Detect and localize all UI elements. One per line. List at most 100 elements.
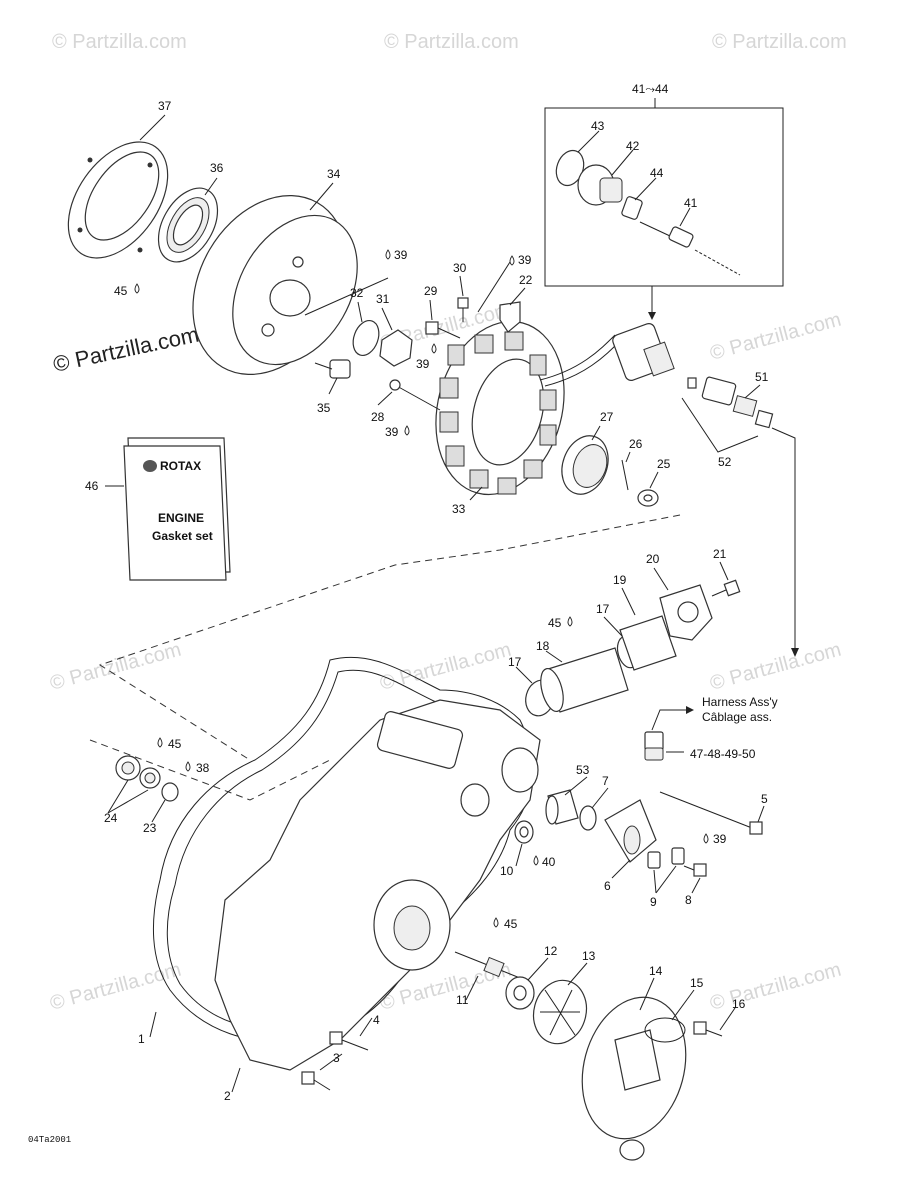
- callout-leaders: [105, 114, 765, 1093]
- part-42-grommet: [577, 164, 623, 206]
- part-35-bolt: [314, 359, 351, 379]
- part-14-pump-cover: [581, 996, 687, 1161]
- part-16-bolt: [693, 1021, 723, 1037]
- sealant-callouts: 45 39 39 39 39 45 45 38 39 40 45: [114, 248, 727, 931]
- part-9-spacers: [647, 847, 685, 869]
- part-23-seal: [161, 782, 179, 802]
- part-22-clip: [499, 301, 521, 333]
- part-46-gasket-set-booklet: ROTAX ENGINE Gasket set: [123, 437, 231, 581]
- part-30-screw: [457, 297, 469, 322]
- sealant-drop-icon: [134, 283, 140, 294]
- callout-5: 5: [761, 792, 768, 806]
- sealant-drop-icon: [493, 917, 499, 928]
- booklet-title: ENGINE: [158, 511, 204, 525]
- sealant-drop-icon: [157, 737, 163, 748]
- callout-7: 7: [602, 774, 609, 788]
- sealant-drop-icon: [431, 343, 437, 354]
- callout-30: 30: [453, 261, 467, 275]
- harness-part-numbers: 47-48-49-50: [690, 747, 756, 761]
- callout-6: 6: [604, 879, 611, 893]
- part-connector-plug: [612, 323, 675, 381]
- callout-14: 14: [649, 964, 663, 978]
- watermark-bottom-right: © Partzilla.com: [708, 959, 844, 1015]
- booklet-subtitle: Gasket set: [152, 529, 213, 543]
- callout-17-b: 17: [508, 655, 522, 669]
- sealant-45-b: 45: [548, 616, 562, 630]
- callout-19: 19: [613, 573, 627, 587]
- callout-10: 10: [500, 864, 514, 878]
- part-7-oring: [579, 805, 597, 831]
- callout-46: 46: [85, 479, 99, 493]
- callout-31: 31: [376, 292, 390, 306]
- sealant-39-b: 39: [518, 253, 532, 267]
- watermark-top-left: © Partzilla.com: [52, 31, 187, 53]
- callout-29: 29: [424, 284, 438, 298]
- callout-26: 26: [629, 437, 643, 451]
- callout-23: 23: [143, 821, 157, 835]
- callout-41: 41: [684, 196, 698, 210]
- callout-21: 21: [713, 547, 727, 561]
- part-25-washer: [637, 489, 659, 507]
- callout-18: 18: [536, 639, 550, 653]
- sealant-39-e: 39: [713, 832, 727, 846]
- watermark-mid-right: © Partzilla.com: [708, 309, 844, 365]
- watermark-bottom-left: © Partzilla.com: [48, 959, 184, 1015]
- part-15-gasket: [644, 1017, 686, 1043]
- callout-9: 9: [650, 895, 657, 909]
- watermark-top-right: © Partzilla.com: [712, 31, 847, 53]
- kit-box-label: 41⤳44: [632, 82, 669, 96]
- sealant-45-d: 45: [504, 917, 518, 931]
- sealant-45-a: 45: [114, 284, 128, 298]
- watermark-lower-right: © Partzilla.com: [708, 639, 844, 695]
- part-13-impeller: [532, 979, 588, 1045]
- callout-13: 13: [582, 949, 596, 963]
- callout-16: 16: [732, 997, 746, 1011]
- callout-25: 25: [657, 457, 671, 471]
- callout-17: 17: [596, 602, 610, 616]
- part-36-bearing: [157, 187, 219, 263]
- callout-32: 32: [350, 286, 364, 300]
- watermark-lower-center: © Partzilla.com: [378, 639, 514, 695]
- callout-1: 1: [138, 1032, 145, 1046]
- booklet-brand: ROTAX: [160, 459, 201, 473]
- arrow-down-icon: [791, 648, 799, 657]
- part-5-stud: [659, 791, 763, 835]
- sealant-45-c: 45: [168, 737, 182, 751]
- part-31-nut: [379, 329, 413, 367]
- callout-53: 53: [576, 763, 590, 777]
- callout-42: 42: [626, 139, 640, 153]
- callout-34: 34: [327, 167, 341, 181]
- harness-label-en: Harness Ass'y: [702, 695, 778, 709]
- part-8-bolt: [683, 863, 707, 877]
- part-41-connector: [639, 221, 741, 276]
- callout-43: 43: [591, 119, 605, 133]
- callout-20: 20: [646, 552, 660, 566]
- callouts: 37 36 34 32 31 29 30 22 35 28 33 27 26 2…: [85, 99, 769, 1103]
- part-20-pump-housing: [659, 584, 713, 641]
- sealant-39-d: 39: [385, 425, 399, 439]
- part-28-screw: [389, 379, 441, 411]
- sealant-39-a: 39: [394, 248, 408, 262]
- part-3-bolt: [301, 1071, 331, 1091]
- part-18-sleeve: [540, 647, 629, 713]
- part-21-bolt: [711, 579, 741, 597]
- callout-8: 8: [685, 893, 692, 907]
- callout-15: 15: [690, 976, 704, 990]
- part-27-hub: [561, 435, 609, 495]
- callout-22: 22: [519, 273, 533, 287]
- callout-36: 36: [210, 161, 224, 175]
- assembly-dashed-lines: [89, 514, 681, 801]
- sealant-drop-icon: [703, 833, 709, 844]
- figure-code: 04Ta2001: [28, 1135, 71, 1145]
- callout-3: 3: [333, 1051, 340, 1065]
- sealant-40: 40: [542, 855, 556, 869]
- watermark-top-center: © Partzilla.com: [384, 31, 519, 53]
- part-37-ring-plate: [67, 141, 169, 259]
- callout-51: 51: [755, 370, 769, 384]
- sealant-drop-icon: [533, 855, 539, 866]
- part-44-seal: [621, 196, 643, 220]
- part-19-gasket: [619, 615, 677, 671]
- part-24-bearings: [115, 755, 161, 789]
- part-29-screw: [425, 321, 461, 339]
